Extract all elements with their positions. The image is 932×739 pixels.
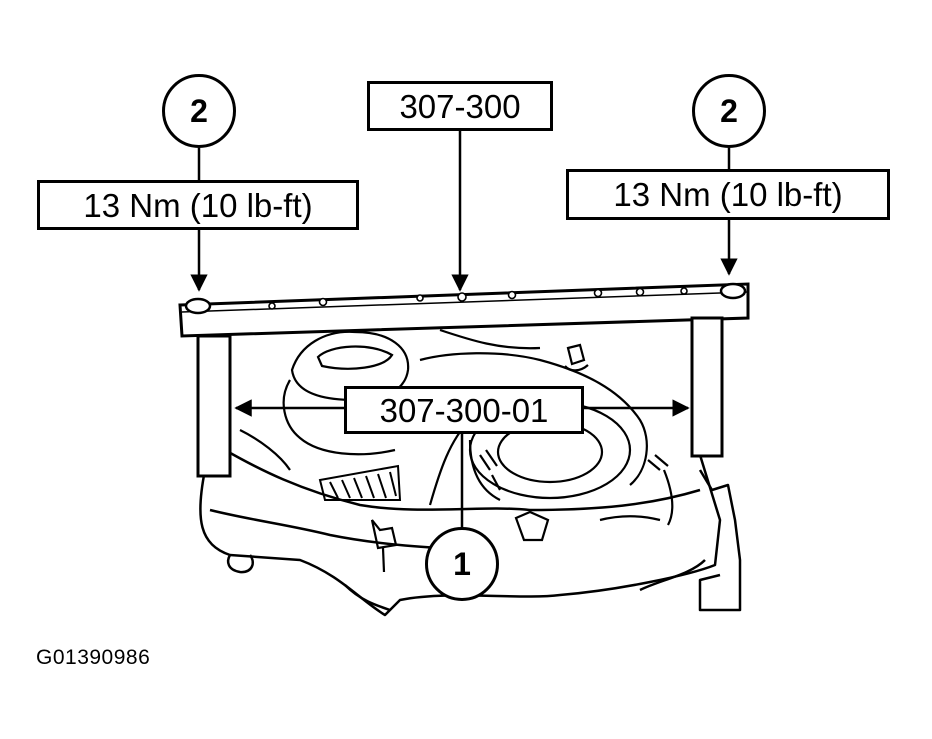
callout-2-right: 2	[692, 74, 766, 148]
fixture-legs	[196, 316, 724, 478]
callout-1-fixture: 1	[425, 527, 499, 601]
callout-2-left: 2	[162, 74, 236, 148]
tool-307-300-label: 307-300	[367, 81, 553, 131]
torque-spec-right: 13 Nm (10 lb-ft)	[566, 169, 890, 220]
tool-307-300-01-label: 307-300-01	[344, 386, 584, 434]
transmission-case	[199, 429, 742, 617]
torque-spec-left: 13 Nm (10 lb-ft)	[37, 180, 359, 230]
leader-lines	[190, 128, 738, 530]
figure-id: G01390986	[36, 646, 151, 669]
holding-fixture-bar	[178, 282, 750, 338]
